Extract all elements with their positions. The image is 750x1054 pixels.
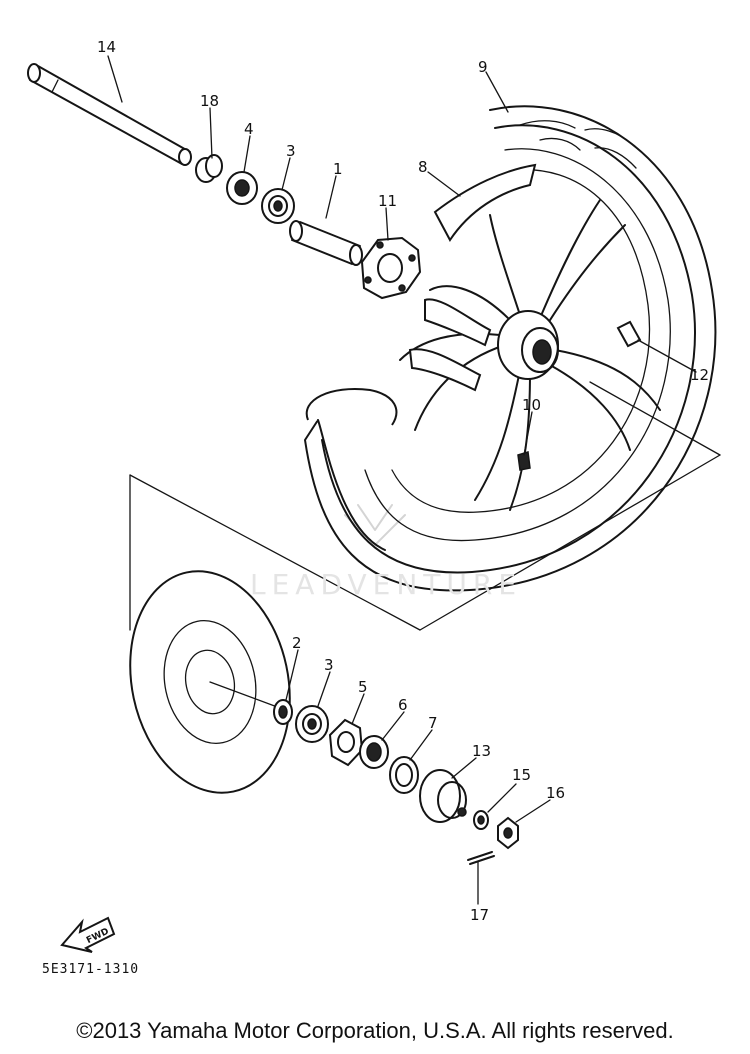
hub-center xyxy=(497,310,559,380)
meter-gear-13 xyxy=(419,769,467,823)
cotter-pin-17 xyxy=(467,851,495,865)
spacer-1 xyxy=(289,220,363,266)
copyright-notice: ©2013 Yamaha Motor Corporation, U.S.A. A… xyxy=(76,1018,674,1043)
callout-16: 16 xyxy=(546,784,565,802)
collar-2 xyxy=(273,699,293,725)
callout-4: 4 xyxy=(244,120,254,138)
bearing-3-bottom xyxy=(295,705,329,743)
tube-section-8 xyxy=(433,163,537,242)
callout-2: 2 xyxy=(292,634,302,652)
callout-9: 9 xyxy=(478,58,488,76)
leader-lines xyxy=(107,55,697,905)
nut-16 xyxy=(497,816,519,850)
wheel-tire xyxy=(304,105,717,592)
axle xyxy=(27,63,192,166)
callout-8: 8 xyxy=(418,158,428,176)
oil-seal-6 xyxy=(359,735,389,769)
callout-3-top: 3 xyxy=(286,142,296,160)
oil-seal-4 xyxy=(226,171,258,205)
callout-11: 11 xyxy=(378,192,397,210)
washer-15 xyxy=(473,810,489,830)
fwd-arrow-icon: FWD xyxy=(60,916,116,953)
watermark-text: LEADVENTURE xyxy=(250,568,523,601)
callout-labels: 14 18 4 3 1 11 9 8 12 10 2 3 5 6 7 13 15… xyxy=(97,38,709,924)
callout-13: 13 xyxy=(472,742,491,760)
callout-10: 10 xyxy=(522,396,541,414)
callout-15: 15 xyxy=(512,766,531,784)
callout-5: 5 xyxy=(358,678,368,696)
balance-weight-12 xyxy=(616,320,642,348)
callout-14: 14 xyxy=(97,38,116,56)
callout-6: 6 xyxy=(398,696,408,714)
callout-1: 1 xyxy=(333,160,343,178)
ring-7 xyxy=(389,756,419,794)
spacer-18 xyxy=(195,154,223,183)
callout-3-bottom: 3 xyxy=(324,656,334,674)
hub-cutouts xyxy=(408,298,492,392)
callout-7: 7 xyxy=(428,714,438,732)
part-code: 5E3171-1310 xyxy=(42,962,140,977)
gear-unit-5 xyxy=(328,718,364,767)
callout-18: 18 xyxy=(200,92,219,110)
bearing-3-top xyxy=(261,188,295,224)
disc-plane xyxy=(129,381,721,631)
brake-disc xyxy=(129,570,291,794)
callout-12: 12 xyxy=(690,366,709,384)
callout-17: 17 xyxy=(470,906,489,924)
hub-flange-11 xyxy=(360,236,422,300)
